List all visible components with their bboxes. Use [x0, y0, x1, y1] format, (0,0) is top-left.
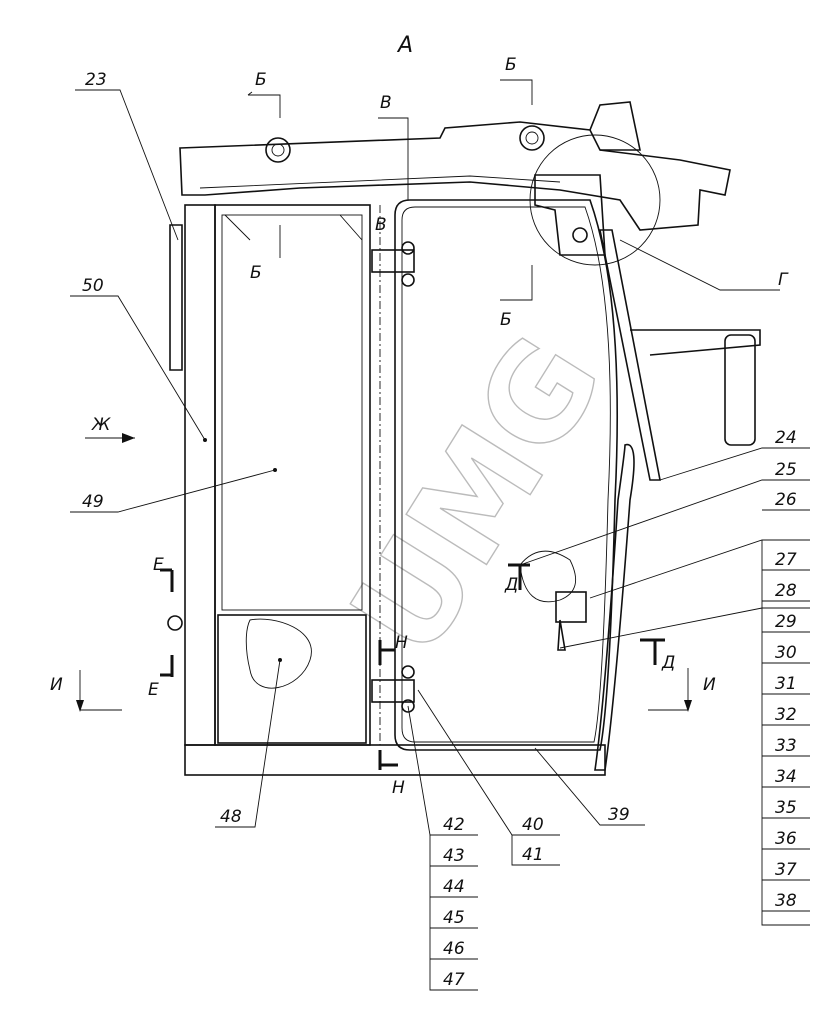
callout-47: 47 — [443, 970, 465, 990]
section-e: Е — [148, 680, 159, 700]
section-b: Б — [255, 70, 267, 90]
cab-frame-left — [184, 204, 606, 776]
left-mirror — [169, 224, 183, 371]
section-b: Б — [505, 55, 517, 75]
callout-35: 35 — [775, 798, 797, 818]
callout-38: 38 — [775, 891, 797, 911]
callout-33: 33 — [775, 736, 797, 756]
roof — [179, 101, 731, 231]
callout-50: 50 — [82, 276, 104, 296]
section-v: В — [375, 215, 387, 235]
view-zh: Ж — [91, 415, 111, 435]
section-markers — [76, 79, 692, 770]
callout-column-bottom: 42 43 44 45 46 47 — [443, 815, 465, 990]
callout-27: 27 — [775, 550, 797, 570]
section-v: В — [380, 93, 392, 113]
callout-column-right: 27 28 29 30 31 32 33 34 35 36 37 38 — [775, 550, 797, 911]
callout-42: 42 — [443, 815, 465, 835]
callout-34: 34 — [775, 767, 797, 787]
leader-lines — [70, 89, 810, 991]
callout-40: 40 — [522, 815, 544, 835]
callout-table-lines — [430, 569, 810, 991]
callout-37: 37 — [775, 860, 797, 880]
callout-31: 31 — [775, 674, 797, 694]
section-b: Б — [250, 263, 262, 283]
callout-36: 36 — [775, 829, 797, 849]
section-n: Н — [392, 778, 405, 798]
callout-23: 23 — [85, 70, 107, 90]
section-i: И — [50, 675, 63, 695]
callout-28: 28 — [775, 581, 797, 601]
callout-26: 26 — [775, 490, 797, 510]
callout-46: 46 — [443, 939, 465, 959]
section-i: И — [703, 675, 716, 695]
callout-30: 30 — [775, 643, 797, 663]
callout-39: 39 — [608, 805, 630, 825]
callout-45: 45 — [443, 908, 465, 928]
bolt — [167, 615, 183, 631]
callout-49: 49 — [82, 492, 104, 512]
callout-25: 25 — [775, 460, 797, 480]
section-d: Д — [504, 575, 518, 595]
callout-48: 48 — [220, 807, 242, 827]
callout-41: 41 — [522, 845, 544, 865]
section-d: Д — [661, 653, 675, 673]
section-n: Н — [395, 633, 408, 653]
section-g: Г — [778, 270, 789, 290]
view-label: А — [396, 33, 413, 58]
section-b: Б — [500, 310, 512, 330]
watermark: UMG — [322, 310, 632, 680]
callout-24: 24 — [775, 428, 797, 448]
section-e: Е — [153, 555, 164, 575]
callout-29: 29 — [775, 612, 797, 632]
callout-43: 43 — [443, 846, 465, 866]
callout-44: 44 — [443, 877, 465, 897]
callout-32: 32 — [775, 705, 797, 725]
